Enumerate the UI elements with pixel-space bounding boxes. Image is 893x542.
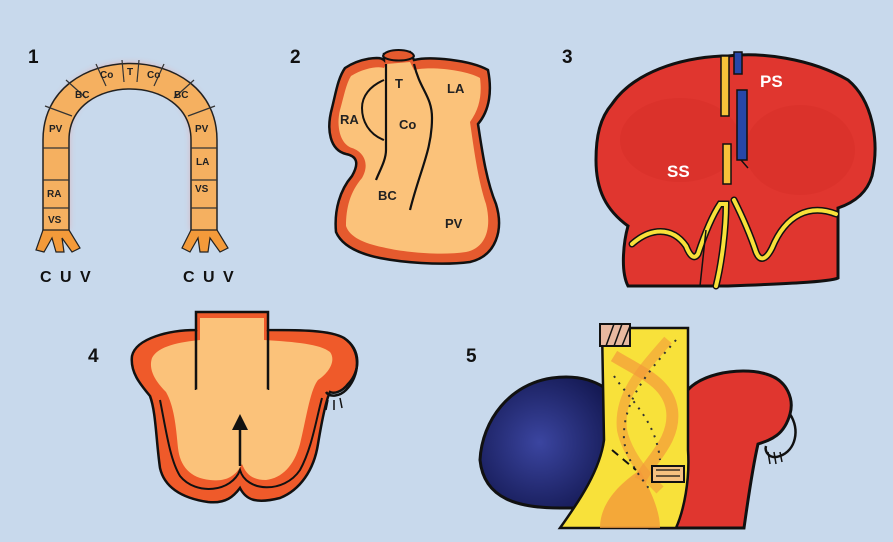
seg-bc-right: BC — [174, 90, 188, 101]
left-vein-fork — [36, 230, 80, 252]
panel-4: 4 — [88, 312, 357, 502]
panel-2: 2 T LA RA Co BC PV — [290, 47, 499, 264]
seg-bc-left: BC — [75, 90, 89, 101]
panel-1: 1 VS RA PV BC C — [28, 47, 236, 286]
panel-3-number: 3 — [562, 47, 573, 68]
label-pv: PV — [445, 216, 463, 231]
cuv-left: C U V — [40, 269, 93, 286]
seg-pv-left: PV — [49, 124, 63, 135]
label-bc: BC — [378, 188, 397, 203]
panel-1-number: 1 — [28, 47, 39, 68]
panel-5-number: 5 — [466, 346, 477, 367]
label-t: T — [395, 76, 403, 91]
primitive-heart-tube — [43, 64, 217, 233]
label-co: Co — [399, 117, 416, 132]
seg-co-right: Co — [147, 70, 160, 81]
label-la: LA — [447, 81, 465, 96]
seg-co-left: Co — [100, 70, 113, 81]
cuv-right: C U V — [183, 269, 236, 286]
seg-t: T — [127, 67, 133, 78]
label-ss: SS — [667, 162, 690, 181]
seg-ra: RA — [47, 189, 61, 200]
seg-vs-right: VS — [195, 184, 209, 195]
panel-3: 3 PS SS — [562, 47, 875, 286]
panel-2-number: 2 — [290, 47, 301, 68]
seg-pv-right: PV — [195, 124, 209, 135]
panel-4-number: 4 — [88, 346, 99, 367]
label-ps: PS — [760, 72, 783, 91]
seg-vs-left: VS — [48, 215, 62, 226]
right-vein-fork — [182, 230, 228, 252]
label-ra: RA — [340, 112, 359, 127]
seg-la: LA — [196, 157, 209, 168]
panel-5: 5 — [466, 324, 795, 528]
